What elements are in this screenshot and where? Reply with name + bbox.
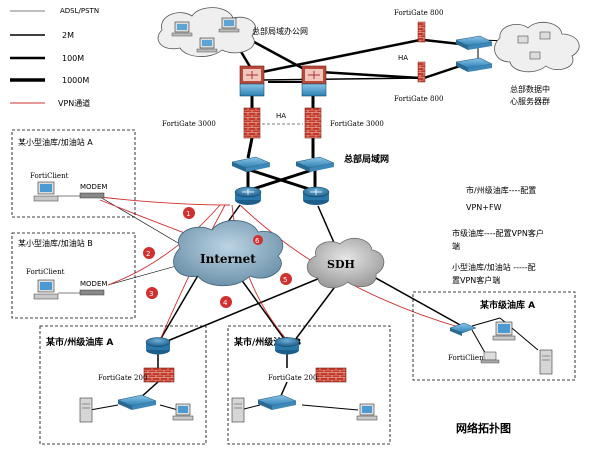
station-a-client-label: FortiClient <box>30 172 69 180</box>
internet-label: Internet <box>200 252 256 266</box>
depot-b-router-icon <box>274 337 300 355</box>
tunnel-marker <box>220 296 232 308</box>
tunnel-marker-label: 5 <box>283 276 287 284</box>
municipal-switch-icon <box>449 322 477 336</box>
municipal-pc-icon <box>492 321 516 341</box>
datacenter-label-line2: 心服务器群 <box>510 96 550 106</box>
tunnel-marker <box>183 207 195 219</box>
legend-label-adsl: ADSL/PSTN <box>60 7 99 15</box>
office-cloud <box>157 7 257 57</box>
tunnel-marker <box>146 287 158 299</box>
municipal-title: 某市级油库 A <box>480 299 535 311</box>
tunnel-marker-label: 4 <box>223 299 228 307</box>
datacenter-pc-icon <box>529 51 541 60</box>
depot-b-server-icon <box>231 397 245 423</box>
core-router-left-icon <box>234 186 262 205</box>
municipal-box <box>412 291 576 381</box>
datacenter-cloud <box>494 21 580 73</box>
tunnel-marker <box>253 235 263 245</box>
datacenter-pc-icon <box>539 31 551 40</box>
fortigate800-top-firewall-icon <box>417 21 426 43</box>
fortigate800-top-label: FortiGate 800 <box>394 9 443 17</box>
municipal-client-label: FortiClient <box>448 354 487 362</box>
datacenter-switch-icon <box>455 57 493 72</box>
tunnel-marker <box>280 273 292 285</box>
station-a-box <box>11 129 136 218</box>
station-b-title: 某小型油库/加油站 B <box>18 238 93 248</box>
tunnel-marker-label: 6 <box>255 237 260 245</box>
station-b-pc-icon <box>33 279 59 300</box>
tunnel-marker-label: 2 <box>146 250 150 258</box>
legend-label-1000m: 1000M <box>62 76 89 85</box>
station-a-modem-icon <box>79 192 105 199</box>
legend-label-2m: 2M <box>62 31 74 40</box>
datacenter-pc-icon <box>517 35 529 44</box>
lan-switch-left-icon <box>231 156 271 172</box>
fortigate800-bottom-firewall-icon <box>417 61 426 83</box>
sdh-label: SDH <box>327 258 355 271</box>
depot-b-pc-icon <box>356 403 378 421</box>
datacenter-label-line1: 总部数据中 <box>510 84 550 94</box>
fortigate3000-right-firewall-icon <box>304 107 322 139</box>
station-b-client-label: FortiClient <box>26 268 65 276</box>
depot-b-box <box>227 325 391 445</box>
note-line-6: 置VPN客户端 <box>452 275 500 285</box>
core-router-right-icon <box>302 186 330 205</box>
datacenter-switch-icon <box>455 35 493 50</box>
depot-a-firewall-icon <box>143 367 175 383</box>
municipal-server-icon <box>539 349 553 375</box>
office-pc-icon <box>218 17 240 33</box>
depot-b-switch-icon <box>257 394 297 410</box>
station-a-pc-icon <box>33 181 59 202</box>
station-a-modem-label: MODEM <box>80 183 107 191</box>
station-b-modem-icon <box>79 289 105 296</box>
tunnel-marker-label: 3 <box>149 290 153 298</box>
sdh-cloud <box>306 237 385 289</box>
depot-a-switch-icon <box>117 394 157 410</box>
adsl-links <box>99 196 191 286</box>
station-b-modem-label: MODEM <box>80 280 107 288</box>
legend-label-vpn: VPN通道 <box>58 98 90 108</box>
fortigate3000-right-label: FortiGate 3000 <box>330 120 384 128</box>
office-pc-icon <box>196 37 218 53</box>
fortigate3000-left-label: FortiGate 3000 <box>162 120 216 128</box>
tunnel-markers: 1 2 3 4 5 6 <box>143 207 292 308</box>
footer-caption: 网络拓扑图 <box>456 421 511 435</box>
station-a-title: 某小型油库/加油站 A <box>18 137 93 147</box>
note-line-3: 市级油库----配置VPN客户 <box>452 228 544 238</box>
fortigate800-bottom-label: FortiGate 800 <box>394 95 443 103</box>
lan-label: 总部局域网 <box>344 153 389 165</box>
config-notes: 市/州级油库----配置 VPN+FW 市级油库----配置VPN客户 端 小型… <box>452 185 544 285</box>
depot-a-title: 某市/州级油库 A <box>46 336 113 348</box>
ha-mid-label: HA <box>276 112 286 120</box>
depot-a-router-icon <box>145 337 171 355</box>
depot-a-pc-icon <box>172 403 194 421</box>
note-line-2: VPN+FW <box>466 203 502 212</box>
core-top-switch-left-icon <box>239 65 265 97</box>
lan-switch-right-icon <box>295 156 335 172</box>
legend-label-100m: 100M <box>62 54 84 63</box>
ha-top-label: HA <box>398 54 408 62</box>
municipal-laptop-icon <box>480 351 500 364</box>
core-top-switch-right-icon <box>301 65 327 97</box>
legend: ADSL/PSTN 2M 100M 1000M VPN通道 <box>10 7 99 108</box>
vpn-tunnels <box>99 196 463 341</box>
depot-b-fortigate-label: FortiGate 200 <box>268 374 317 382</box>
note-line-1: 市/州级油库----配置 <box>466 185 536 195</box>
group-boxes <box>11 129 576 445</box>
depot-b-firewall-icon <box>315 367 347 383</box>
depot-a-server-icon <box>79 397 93 423</box>
depot-a-fortigate-label: FortiGate 200 <box>98 374 147 382</box>
note-line-4: 端 <box>452 241 460 251</box>
note-line-5: 小型油库/加油站 -----配 <box>452 262 536 272</box>
station-b-box <box>11 232 136 319</box>
office-cloud-label: 总部局域办公网 <box>252 26 308 36</box>
tunnel-marker-label: 1 <box>186 210 190 218</box>
office-pc-icon <box>171 21 193 37</box>
fortigate3000-left-firewall-icon <box>243 107 261 139</box>
tunnel-marker <box>143 247 155 259</box>
depot-a-box <box>39 325 207 445</box>
